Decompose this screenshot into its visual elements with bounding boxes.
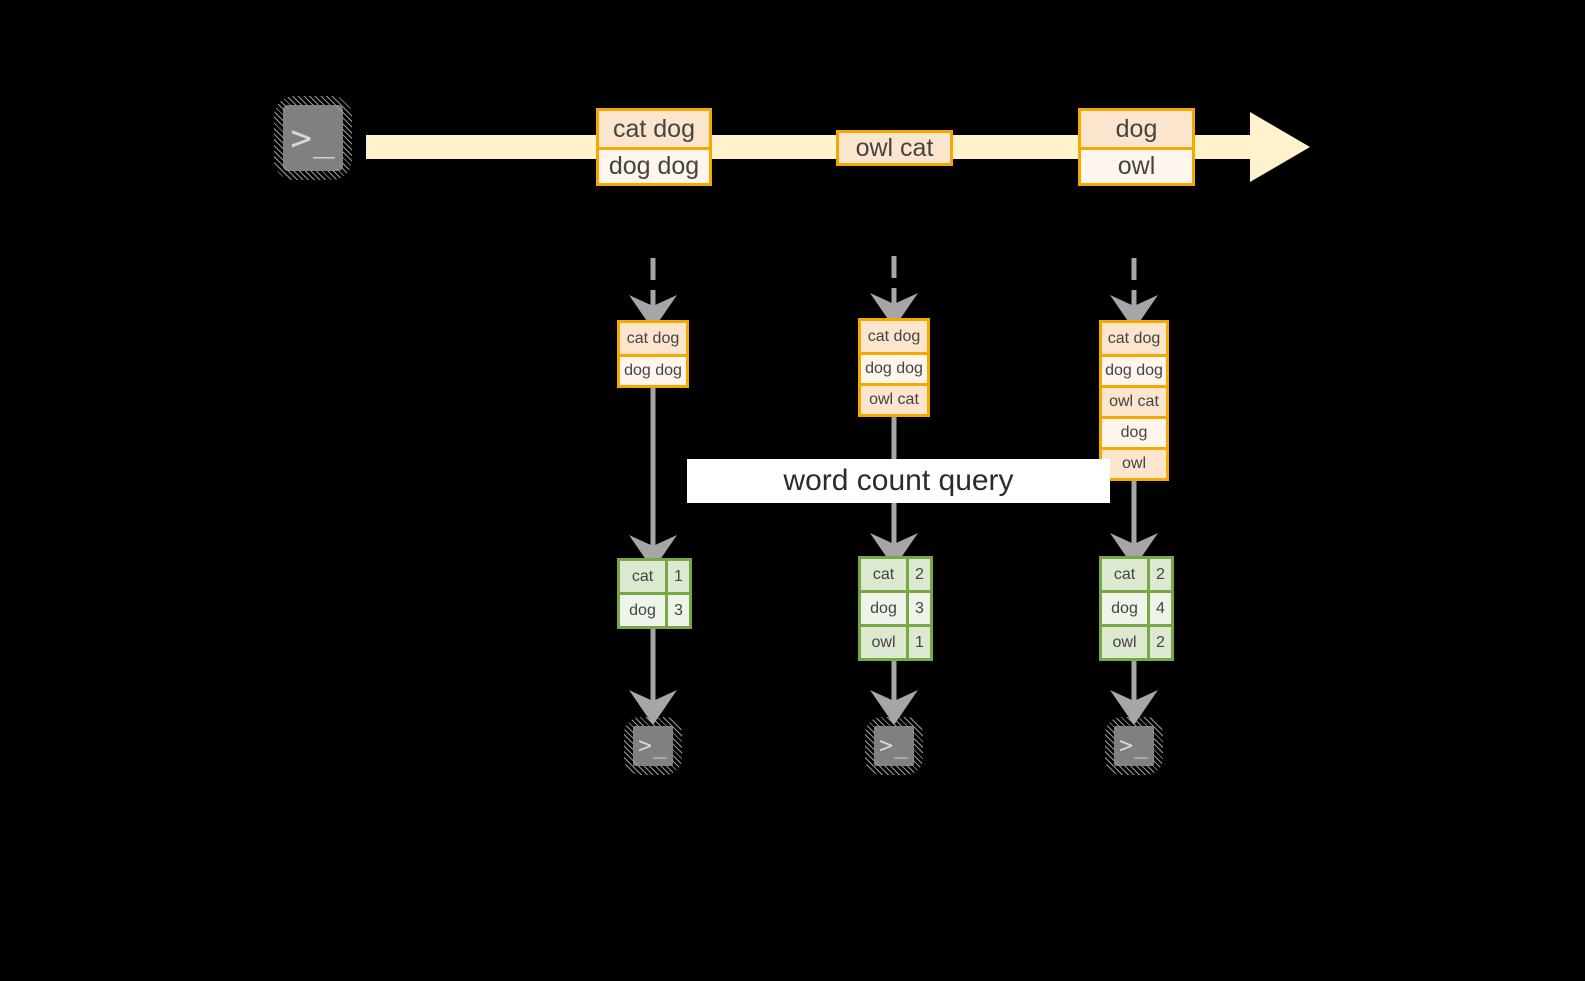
result-row: cat 1: [620, 561, 689, 592]
result-row: owl 2: [1102, 624, 1171, 658]
result-word: dog: [620, 595, 665, 626]
terminal-prompt-glyph: >_: [879, 733, 909, 759]
terminal-body: [633, 726, 673, 766]
accumulated-event: dog: [1102, 416, 1166, 447]
accumulated-event: dog dog: [620, 354, 686, 385]
accumulated-event: dog dog: [861, 352, 927, 383]
result-count: 3: [906, 593, 930, 624]
result-row: dog 3: [620, 592, 689, 626]
accumulated-event: owl cat: [1102, 385, 1166, 416]
source-terminal-icon: >_: [274, 96, 352, 180]
terminal-body: [283, 105, 343, 171]
accumulated-event: dog dog: [1102, 354, 1166, 385]
sink-terminal-icon-2: >_: [865, 717, 923, 775]
stream-event-group-3: dog owl: [1078, 108, 1195, 186]
sink-terminal-icon-1: >_: [624, 717, 682, 775]
result-table-3: cat 2 dog 4 owl 2: [1099, 556, 1174, 661]
result-row: cat 2: [1102, 559, 1171, 590]
terminal-body: [874, 726, 914, 766]
accumulated-events-1: cat dog dog dog: [617, 320, 689, 388]
terminal-prompt-glyph: >_: [1119, 733, 1149, 759]
terminal-prompt-glyph: >_: [290, 117, 336, 159]
stream-event: dog dog: [599, 147, 709, 183]
stream-event: dog: [1081, 111, 1192, 147]
result-count: 2: [1147, 559, 1171, 590]
accumulated-events-2: cat dog dog dog owl cat: [858, 318, 930, 417]
result-table-2: cat 2 dog 3 owl 1: [858, 556, 933, 661]
accumulated-event: owl cat: [861, 383, 927, 414]
result-row: cat 2: [861, 559, 930, 590]
result-count: 1: [665, 561, 689, 592]
result-row: dog 4: [1102, 590, 1171, 624]
query-banner: word count query: [687, 459, 1110, 503]
sink-terminal-icon-3: >_: [1105, 717, 1163, 775]
query-banner-label: word count query: [783, 464, 1014, 497]
result-word: cat: [1102, 559, 1147, 590]
result-count: 2: [906, 559, 930, 590]
stream-event: owl cat: [839, 133, 950, 163]
stream-event: owl: [1081, 147, 1192, 183]
result-row: dog 3: [861, 590, 930, 624]
accumulated-events-3: cat dog dog dog owl cat dog owl: [1099, 320, 1169, 481]
terminal-prompt-glyph: >_: [638, 733, 668, 759]
result-count: 3: [665, 595, 689, 626]
accumulated-event: owl: [1102, 447, 1166, 478]
accumulated-event: cat dog: [861, 321, 927, 352]
result-word: owl: [861, 627, 906, 658]
accumulated-event: cat dog: [620, 323, 686, 354]
result-word: cat: [861, 559, 906, 590]
accumulated-event: cat dog: [1102, 323, 1166, 354]
stream-event: cat dog: [599, 111, 709, 147]
result-row: owl 1: [861, 624, 930, 658]
result-count: 2: [1147, 627, 1171, 658]
result-word: owl: [1102, 627, 1147, 658]
result-count: 1: [906, 627, 930, 658]
result-word: dog: [861, 593, 906, 624]
result-count: 4: [1147, 593, 1171, 624]
terminal-body: [1114, 726, 1154, 766]
result-word: cat: [620, 561, 665, 592]
result-word: dog: [1102, 593, 1147, 624]
stream-event-group-1: cat dog dog dog: [596, 108, 712, 186]
result-table-1: cat 1 dog 3: [617, 558, 692, 629]
stream-event-group-2: owl cat: [836, 130, 953, 166]
